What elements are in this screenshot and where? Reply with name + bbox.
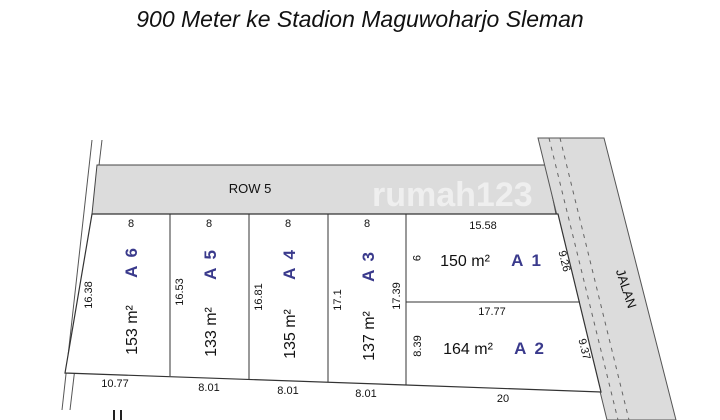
lot-dimension: 8 xyxy=(128,218,134,230)
lot-area: 153 m² xyxy=(124,304,141,354)
lot-label: A 4 xyxy=(280,248,299,280)
lot-label: A 1 xyxy=(511,251,543,270)
lot-dimension: 9.26 xyxy=(555,249,572,273)
road-lane-line xyxy=(548,137,619,420)
lot-dimension: 8 xyxy=(206,218,212,230)
lot-dimension: 8 xyxy=(364,218,370,230)
lot-dimension: 9.37 xyxy=(575,337,592,361)
lot-dimension: 16.81 xyxy=(253,283,265,311)
lot-a2[interactable]: 8.39 164 m² A 2 9.37 20 xyxy=(412,335,592,405)
lot-area: 137 m² xyxy=(361,310,378,360)
lot-dimension: 9 xyxy=(410,255,422,261)
lot-dimension: 8.39 xyxy=(412,335,424,356)
watermark: rumah123 xyxy=(372,176,533,214)
lot-dimension: 17.1 xyxy=(332,289,344,310)
lot-dimension: 8.01 xyxy=(277,385,298,397)
lot-dimension: 8.01 xyxy=(198,382,219,394)
row-road-label: ROW 5 xyxy=(229,181,272,196)
lot-label: A 5 xyxy=(201,248,220,280)
subtitle: 900 Meter ke Stadion Maguwoharjo Sleman xyxy=(136,6,584,32)
lot-dimension: 16.38 xyxy=(83,281,95,309)
lot-a1[interactable]: 15.58 9 150 m² A 1 9.26 17.77 xyxy=(410,220,572,318)
lot-a4[interactable]: 8 16.81 A 4 135 m² 8.01 xyxy=(253,218,299,397)
lot-label: A 2 xyxy=(514,339,546,358)
lot-a5[interactable]: 8 16.53 A 5 133 m² 8.01 xyxy=(174,218,220,394)
lot-area: 164 m² xyxy=(443,341,493,358)
lot-dimension: 16.53 xyxy=(174,278,186,306)
road-lane-line xyxy=(559,137,630,420)
lot-label: A 3 xyxy=(359,250,378,282)
lot-label: A 6 xyxy=(122,246,141,278)
lot-dimension: 17.77 xyxy=(478,306,506,318)
lot-area: 150 m² xyxy=(440,253,490,270)
lot-a3[interactable]: 8 17.1 17.39 A 3 137 m² 8.01 xyxy=(332,218,403,400)
lot-area: 133 m² xyxy=(203,306,220,356)
lots-outline xyxy=(64,213,602,393)
lot-dimension: 10.77 xyxy=(101,378,129,390)
lot-dimension: 17.39 xyxy=(391,282,403,310)
lot-dimension: 8.01 xyxy=(355,388,376,400)
lot-dimension: 15.58 xyxy=(469,220,497,232)
lot-dimension: 8 xyxy=(285,218,291,230)
lot-dimension: 20 xyxy=(497,393,509,405)
lot-a6[interactable]: 8 16.38 A 6 153 m² 10.77 xyxy=(83,218,141,390)
lot-area: 135 m² xyxy=(282,308,299,358)
